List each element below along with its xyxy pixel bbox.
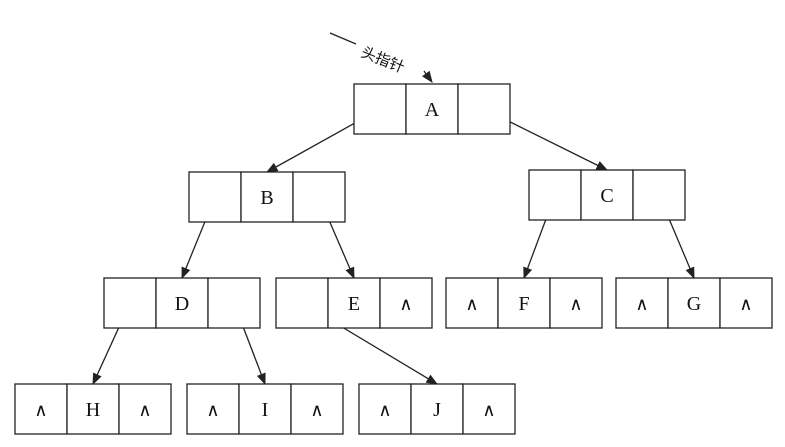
node-f-left-text: ∧	[465, 294, 478, 315]
node-i-data-cell	[238, 383, 292, 435]
node-c-data-cell	[580, 169, 634, 221]
node-f-left-pointer-cell	[445, 277, 499, 329]
node-h-label-text: H	[86, 399, 100, 421]
pointer-arrows	[92, 108, 695, 386]
node-e: E∧	[275, 277, 433, 329]
node-j-label-text: J	[433, 399, 441, 421]
node-h-left-pointer-cell	[14, 383, 68, 435]
node-f-right-pointer-cell	[549, 277, 603, 329]
node-f: ∧ F ∧	[445, 277, 603, 329]
node-e-data-cell	[327, 277, 381, 329]
node-i-right-pointer-cell	[290, 383, 344, 435]
node-b-label-text: B	[260, 187, 273, 209]
node-i-left-text: ∧	[206, 400, 219, 421]
head-pointer-label: 头指针	[359, 43, 407, 77]
node-c-right-pointer-cell	[632, 169, 686, 221]
node-j: ∧ J ∧	[358, 383, 516, 435]
node-i-left-pointer-cell	[186, 383, 240, 435]
node-g-label-text: G	[687, 293, 701, 315]
node-e-left-pointer-cell	[275, 277, 329, 329]
node-g: ∧ G ∧	[615, 277, 773, 329]
node-i-label-text: I	[262, 399, 269, 421]
node-f-data-cell	[497, 277, 551, 329]
node-i: ∧ I ∧	[186, 383, 344, 435]
node-g-left-text: ∧	[635, 294, 648, 315]
node-i-right-text: ∧	[310, 400, 323, 421]
head-pointer: 头指针	[329, 32, 432, 82]
node-h: ∧ H ∧	[14, 383, 172, 435]
head-pointer-arrow	[329, 32, 432, 82]
node-c-left-pointer-cell	[528, 169, 582, 221]
node-g-right-text: ∧	[739, 294, 752, 315]
node-f-right-text: ∧	[569, 294, 582, 315]
node-h-left-text: ∧	[34, 400, 47, 421]
node-e-label-text: E	[348, 293, 360, 315]
node-f-label-text: F	[518, 293, 529, 315]
node-d-right-pointer-cell	[207, 277, 261, 329]
node-d-left-pointer-cell	[103, 277, 157, 329]
node-c: C	[528, 169, 686, 221]
node-a-right-pointer-cell	[457, 83, 511, 135]
node-g-data-cell	[667, 277, 721, 329]
node-j-left-pointer-cell	[358, 383, 412, 435]
node-h-right-text: ∧	[138, 400, 151, 421]
node-b-left-pointer-cell	[188, 171, 242, 223]
node-j-right-text: ∧	[482, 400, 495, 421]
node-b-right-pointer-cell	[292, 171, 346, 223]
node-c-label-text: C	[600, 185, 613, 207]
node-a-label-text: A	[425, 99, 440, 121]
node-d: D	[103, 277, 261, 329]
node-j-right-pointer-cell	[462, 383, 516, 435]
node-d-label-text: D	[175, 293, 189, 315]
node-e-right-pointer-cell	[379, 277, 433, 329]
node-a-left-pointer-cell	[353, 83, 407, 135]
node-g-right-pointer-cell	[719, 277, 773, 329]
node-h-right-pointer-cell	[118, 383, 172, 435]
node-j-left-text: ∧	[378, 400, 391, 421]
node-e-right-text: ∧	[399, 294, 412, 315]
node-g-left-pointer-cell	[615, 277, 669, 329]
node-b: B	[188, 171, 346, 223]
node-b-data-cell	[240, 171, 294, 223]
node-a: A	[353, 83, 511, 135]
node-d-data-cell	[155, 277, 209, 329]
